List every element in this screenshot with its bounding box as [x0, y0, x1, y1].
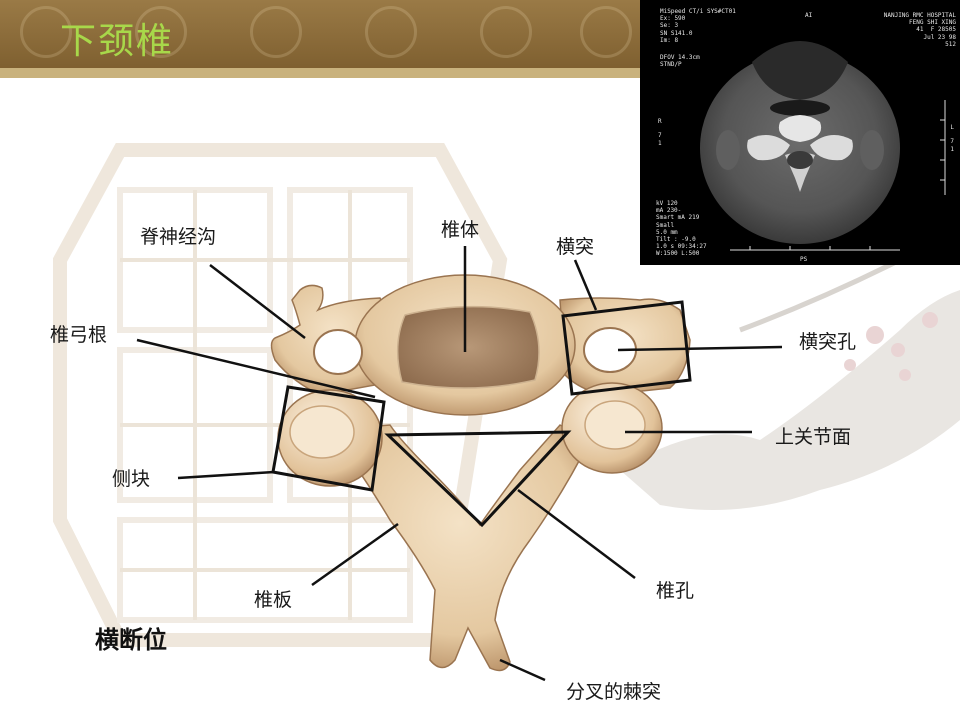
ornament-medallion: [480, 6, 532, 58]
section-caption: 横断位: [95, 626, 167, 654]
ornament-medallion: [365, 6, 417, 58]
label-vertebral-foramen: 椎孔: [656, 580, 695, 602]
ct-right-marker: R 7 1: [658, 118, 662, 147]
label-lamina: 椎板: [254, 589, 293, 611]
header-band: [0, 68, 960, 78]
label-spinal-nerve-groove: 脊神经沟: [140, 226, 217, 248]
ct-header-text: MiSpeed CT/i SYS#CT01 Ex: 590 Se: 3 SN S…: [660, 8, 736, 44]
ct-patient-text: NANJING RMC HOSPITAL FENG SHI XING 41 F …: [883, 12, 956, 48]
ornament-medallion: [135, 6, 187, 58]
slide-title: 下颈椎: [60, 21, 175, 62]
ct-fov-text: DFOV 14.3cm STND/P: [660, 54, 700, 69]
ct-scan-image: MiSpeed CT/i SYS#CT01 Ex: 590 Se: 3 SN S…: [640, 0, 960, 265]
ornament-medallion: [250, 6, 302, 58]
ct-axial-slice: [700, 41, 946, 251]
ct-orientation-text: AI: [805, 12, 813, 19]
background-lattice-art: [53, 143, 960, 647]
ornament-medallion: [580, 6, 632, 58]
label-vertebral-body: 椎体: [441, 219, 480, 241]
label-bifid-spinous-process: 分叉的棘突: [566, 681, 662, 703]
label-pedicle: 椎弓根: [50, 324, 108, 346]
ct-posterior-marker: PS: [800, 256, 808, 263]
ornament-medallion: [20, 6, 72, 58]
label-transverse-foramen: 横突孔: [799, 331, 857, 353]
label-transverse-process: 横突: [556, 236, 595, 258]
label-superior-articular-facet: 上关节面: [775, 426, 852, 448]
ct-left-marker: L 7 1: [950, 124, 954, 153]
label-lateral-mass: 侧块: [112, 468, 151, 490]
ct-params-text: kV 120 mA 230- Smart mA 219 Small 5.0 mm…: [656, 200, 707, 258]
